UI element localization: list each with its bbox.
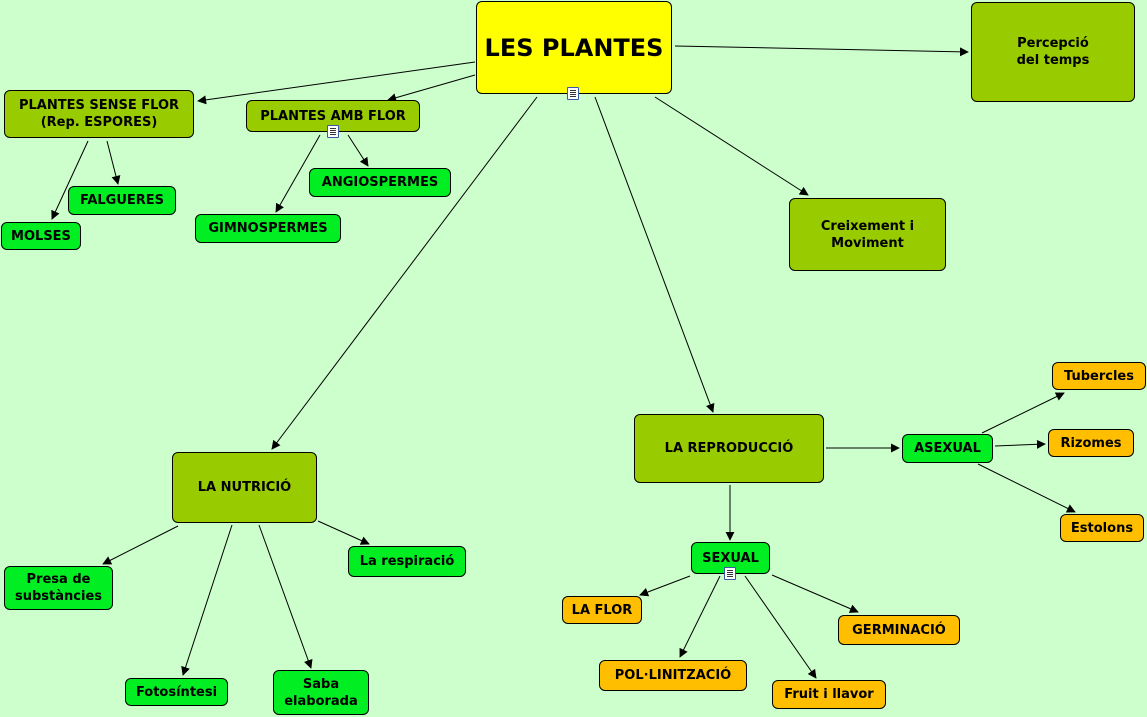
arrow-plantes-to-nutricio: [271, 96, 538, 450]
node-label: LES PLANTES: [484, 33, 664, 62]
document-icon[interactable]: [327, 125, 339, 138]
node-tubercles[interactable]: Tubercles: [1052, 362, 1146, 390]
arrow-sexual-to-la-flor: [639, 575, 691, 597]
arrow-plantes-to-creixement: [654, 96, 809, 196]
node-asexual[interactable]: ASEXUAL: [902, 434, 993, 463]
node-molses[interactable]: MOLSES: [1, 222, 81, 250]
node-label: La respiració: [359, 554, 455, 569]
arrow-asexual-to-tubercles: [981, 392, 1065, 434]
arrow-plantes-to-amb-flor: [387, 74, 476, 103]
arrow-nutricio-to-fotosintesi: [181, 524, 233, 676]
node-label: LA FLOR: [571, 602, 633, 618]
node-label: Estolons: [1070, 520, 1134, 536]
node-label: Presa de substàncies: [15, 572, 102, 604]
node-label: FALGUERES: [79, 193, 165, 208]
node-label: Tubercles: [1064, 368, 1134, 384]
node-label: POL·LINITZACIÓ: [614, 668, 732, 683]
node-falgueres[interactable]: FALGUERES: [68, 186, 176, 215]
node-percepcio[interactable]: Percepció del temps: [971, 2, 1135, 102]
node-la-nutricio[interactable]: LA NUTRICIÓ: [172, 452, 317, 523]
node-label: LA NUTRICIÓ: [197, 480, 292, 495]
node-plantes-sense-flor[interactable]: PLANTES SENSE FLOR (Rep. ESPORES): [4, 90, 194, 138]
arrow-plantes-to-percepcio: [674, 45, 969, 57]
arrow-sexual-to-germinacio: [771, 574, 859, 613]
node-la-flor[interactable]: LA FLOR: [562, 596, 642, 624]
arrow-sexual-to-fruit: [744, 575, 817, 679]
node-label: MOLSES: [11, 228, 71, 244]
node-label: ANGIOSPERMES: [321, 175, 439, 190]
node-rizomes[interactable]: Rizomes: [1048, 429, 1134, 457]
node-label: Percepció del temps: [1016, 36, 1090, 68]
node-label: GIMNOSPERMES: [208, 221, 328, 236]
node-saba-elaborada[interactable]: Saba elaborada: [273, 670, 369, 715]
arrow-sexual-to-pol-linitzacio: [679, 575, 721, 658]
arrow-nutricio-to-respiracio: [317, 520, 370, 545]
document-icon[interactable]: [567, 87, 579, 100]
arrow-asexual-to-rizomes: [994, 439, 1046, 449]
arrow-sense-flor-to-molses: [51, 140, 89, 220]
node-la-reproduccio[interactable]: LA REPRODUCCIÓ: [634, 414, 824, 483]
node-label: PLANTES SENSE FLOR (Rep. ESPORES): [18, 98, 180, 130]
node-label: Fruit i llavor: [784, 687, 874, 702]
node-label: Saba elaborada: [284, 676, 358, 709]
node-label: Rizomes: [1060, 435, 1122, 451]
node-sexual[interactable]: SEXUAL: [691, 542, 770, 574]
node-label: SEXUAL: [702, 550, 759, 566]
node-germinacio[interactable]: GERMINACIÓ: [838, 615, 960, 645]
arrow-nutricio-to-presa: [102, 525, 179, 565]
node-label: GERMINACIÓ: [852, 622, 946, 638]
document-icon[interactable]: [724, 567, 736, 580]
node-label: Fotosíntesi: [135, 684, 218, 700]
arrow-nutricio-to-saba: [258, 524, 313, 669]
node-estolons[interactable]: Estolons: [1060, 514, 1144, 542]
node-label: PLANTES AMB FLOR: [260, 108, 406, 124]
arrow-plantes-to-reproduccio: [594, 96, 715, 413]
node-angiospermes[interactable]: ANGIOSPERMES: [309, 168, 451, 197]
arrow-amb-flor-to-angiospermes: [347, 134, 369, 167]
node-la-respiracio[interactable]: La respiració: [348, 546, 466, 577]
node-gimnospermes[interactable]: GIMNOSPERMES: [195, 214, 341, 243]
node-fotosintesi[interactable]: Fotosíntesi: [125, 678, 228, 706]
node-label: ASEXUAL: [914, 441, 981, 456]
arrow-plantes-to-sense-flor: [197, 61, 476, 105]
node-presa-de-substancies[interactable]: Presa de substàncies: [4, 566, 113, 610]
node-label: Creixement i Moviment: [820, 218, 915, 251]
node-label: LA REPRODUCCIÓ: [664, 441, 794, 456]
node-creixement[interactable]: Creixement i Moviment: [789, 198, 946, 271]
arrow-asexual-to-estolons: [977, 463, 1076, 513]
node-les-plantes[interactable]: LES PLANTES: [476, 1, 672, 94]
node-pol-linitzacio[interactable]: POL·LINITZACIÓ: [599, 660, 747, 691]
arrow-amb-flor-to-gimnospermes: [275, 134, 321, 213]
node-fruit-i-llavor[interactable]: Fruit i llavor: [772, 680, 886, 709]
arrow-sense-flor-to-falgueres: [106, 140, 121, 185]
